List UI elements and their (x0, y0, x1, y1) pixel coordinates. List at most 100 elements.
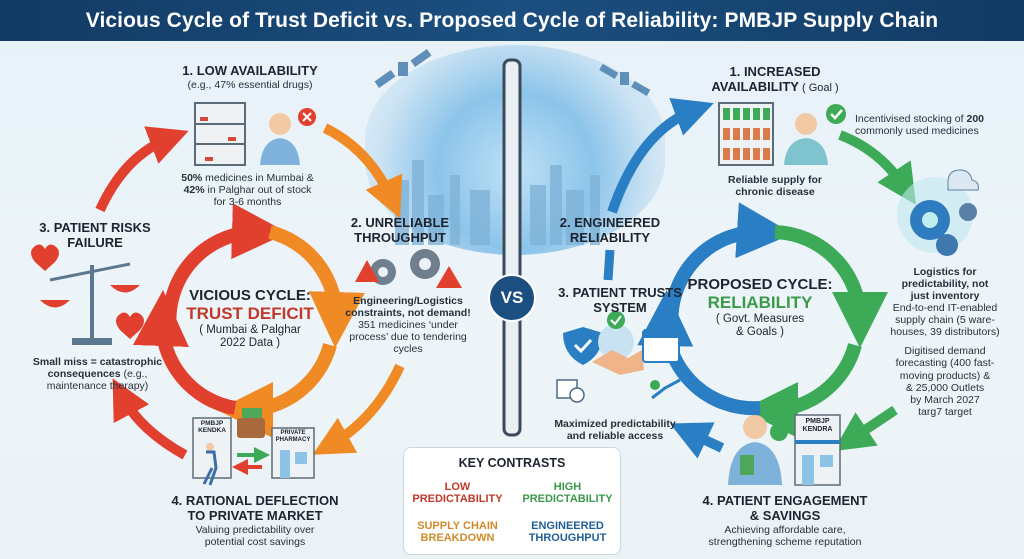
private-pharmacy-building-icon (271, 427, 315, 479)
step-title: 1. LOW AVAILABILITY (182, 63, 318, 78)
detail-text: forecasting (400 fast- (895, 357, 995, 370)
sign-text: KENDRA (802, 426, 833, 434)
warning-icon (355, 260, 462, 288)
cycle-arrow-green (742, 342, 862, 439)
detail-bold: Small miss = catastrophic (32, 356, 163, 368)
stocking-note: Incentivised stocking of 200 commonly us… (855, 113, 1005, 137)
smile-chat-icon (770, 423, 788, 441)
step-title: 1. INCREASED (729, 64, 821, 79)
step-title: & SAVINGS (749, 507, 821, 523)
detail-text: 351 medicines ‘under (358, 319, 458, 332)
vicious-cycle-title: VICIOUS CYCLE: (189, 287, 311, 304)
detail-text: & 25,000 Outlets (905, 381, 985, 394)
flow-arrow (669, 422, 725, 459)
trust-deficit-label: TRUST DEFICIT (186, 304, 314, 324)
detail-text: Achieving affordable care, (724, 523, 846, 536)
detail-text: process’ due to tendering (349, 331, 467, 344)
step-title: 4. PATIENT ENGAGEMENT (702, 493, 868, 508)
cycle-arrow-green (774, 225, 888, 348)
key-label: LOW (444, 481, 471, 493)
flow-arrow (603, 249, 615, 281)
detail-text: potential cost savings (204, 535, 306, 548)
step-title: 3. PATIENT RISKS (39, 220, 151, 235)
detail-text: moving products) & (899, 369, 991, 382)
sign-text: PMBJP (200, 420, 224, 427)
stat-text: medicines in Mumbai & (202, 172, 314, 184)
detail-bold: Logistics for (913, 266, 977, 278)
detail-bold: predictability, not (901, 278, 989, 291)
title-bar: Vicious Cycle of Trust Deficit vs. Propo… (0, 0, 1024, 41)
stat-text: for 3-6 months (213, 196, 282, 209)
low-availability-detail: 50% medicines in Mumbai & 42% in Palghar… (160, 172, 335, 208)
proposed-center: PROPOSED CYCLE: RELIABILITY ( Govt. Meas… (680, 276, 840, 339)
cycle-arrow-orange (217, 342, 337, 439)
detail-text: Incentivised stocking of (855, 113, 967, 125)
step-title: RELIABILITY (569, 229, 651, 245)
heart-icon (31, 244, 59, 271)
stat-value: 50% (181, 172, 203, 184)
handshake-background (598, 324, 634, 360)
step-subtitle: (e.g., 47% essential drugs) (187, 78, 313, 91)
smiling-patient-cash-icon (728, 415, 782, 485)
detail-bold: chronic disease (735, 186, 815, 199)
proposed-cycle-title: PROPOSED CYCLE: (687, 276, 833, 293)
handshake-icon (592, 350, 644, 375)
key-label: BREAKDOWN (420, 532, 495, 545)
page-title: Vicious Cycle of Trust Deficit vs. Propo… (85, 8, 939, 32)
wallet-icon (237, 408, 265, 438)
step-low-availability: 1. LOW AVAILABILITY (e.g., 47% essential… (160, 63, 340, 91)
reliability-label: RELIABILITY (707, 293, 813, 313)
city-skyline-icon (395, 160, 600, 245)
sad-patient-icon (260, 113, 300, 165)
satellite-icon (599, 63, 651, 96)
detail-text: by March 2027 (910, 393, 980, 406)
detail-text: strengthening scheme reputation (708, 535, 862, 548)
flow-arrow (838, 130, 916, 205)
stat-value: 42% (183, 184, 205, 197)
detail-text: cycles (393, 343, 423, 356)
detail-text: End-to-end IT-enabled (892, 302, 998, 315)
flow-arrow (833, 405, 898, 452)
shield-check-icon (563, 327, 603, 365)
pmbjp-kendra-building-icon (794, 414, 841, 486)
step-title: 2. ENGINEERED (559, 215, 661, 230)
step-title: 4. RATIONAL DEFLECTION (171, 493, 339, 508)
step-title: FAILURE (67, 234, 123, 250)
step-title: TO PRIVATE MARKET (187, 507, 323, 523)
detail-bold: just inventory (910, 290, 980, 303)
key-title: KEY CONTRASTS (458, 456, 566, 470)
key-label: ENGINEERED (531, 520, 604, 532)
step-title: 3. PATIENT TRUSTS (558, 285, 682, 300)
proposed-center-sub: ( Govt. Measures (715, 312, 805, 325)
step-title: SYSTEM (593, 299, 647, 315)
detail-text: houses, 39 distributors) (890, 326, 1000, 339)
flow-arrow (112, 378, 188, 460)
detail-text: targ7 target (918, 405, 972, 418)
key-label: HIGH (553, 481, 582, 493)
step-patient-engagement: 4. PATIENT ENGAGEMENT& SAVINGS Achieving… (685, 493, 885, 548)
vicious-center-sub: 2022 Data ) (219, 337, 281, 350)
vicious-center: VICIOUS CYCLE: TRUST DEFICIT ( Mumbai & … (170, 287, 330, 350)
detail-bold: consequences (47, 368, 121, 381)
detail-bold: constraints, not demand! (345, 307, 471, 320)
empty-shelf-icon (194, 102, 246, 166)
sign-text: KENDKA (198, 427, 226, 435)
gears-cloud-icon (897, 169, 979, 256)
detail-text: Valuing predictability over (195, 523, 315, 536)
key-label: SUPPLY CHAIN (417, 520, 498, 532)
detail-bold: Maximized predictability (554, 418, 676, 430)
key-label: THROUGHPUT (528, 532, 607, 545)
